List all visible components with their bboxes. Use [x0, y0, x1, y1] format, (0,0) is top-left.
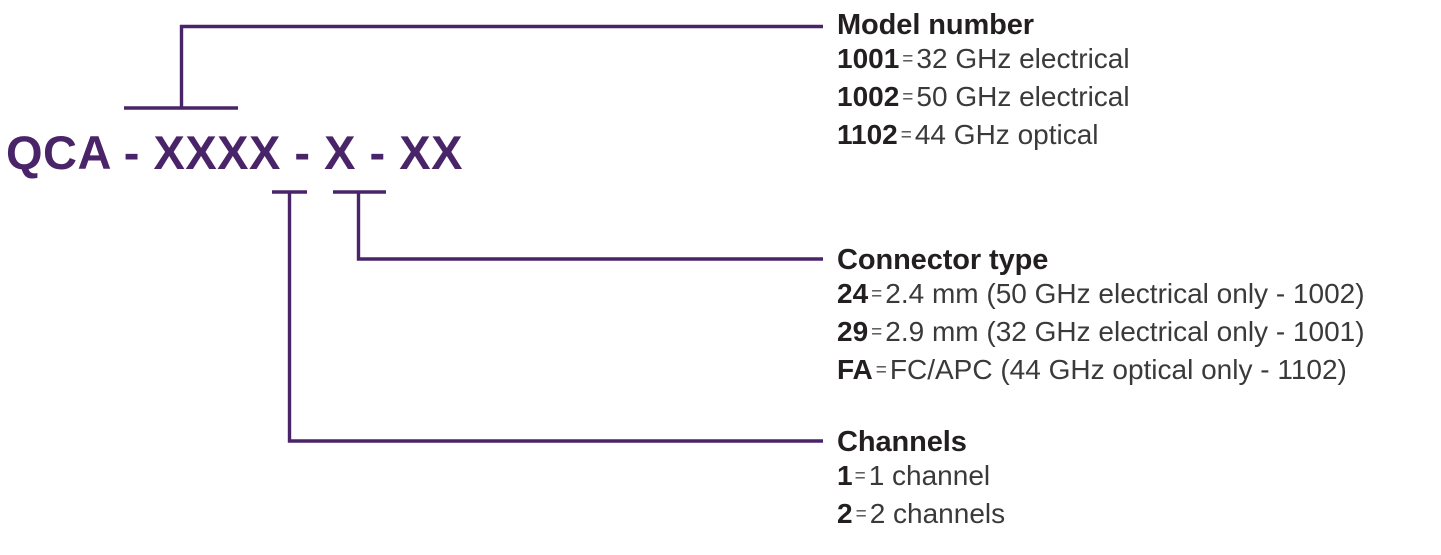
option-row: FA=FC/APC (44 GHz optical only - 1102) [837, 353, 1365, 391]
option-row: 24=2.4 mm (50 GHz electrical only - 1002… [837, 277, 1365, 315]
option-equals: = [871, 322, 883, 343]
option-row: 29=2.9 mm (32 GHz electrical only - 1001… [837, 315, 1365, 353]
leader-model-line [179, 24, 823, 108]
callout-connector-type: Connector type 24=2.4 mm (50 GHz electri… [837, 243, 1365, 391]
option-description: FC/APC (44 GHz optical only - 1102) [889, 354, 1347, 385]
option-code: 1002 [837, 81, 900, 112]
option-code: 1001 [837, 43, 900, 74]
option-description: 1 channel [868, 460, 991, 491]
option-equals: = [900, 125, 912, 146]
option-description: 2 channels [869, 498, 1006, 529]
callout-model-number: Model number 1001=32 GHz electrical 1002… [837, 8, 1130, 156]
option-equals: = [871, 284, 883, 305]
option-row: 1102=44 GHz optical [837, 118, 1130, 156]
option-row: 1001=32 GHz electrical [837, 42, 1130, 80]
option-row: 2=2 channels [837, 497, 1005, 535]
option-code: 24 [837, 278, 869, 309]
option-description: 50 GHz electrical [916, 81, 1130, 112]
part-number-label: QCA - XXXX - X - XX [6, 126, 463, 179]
option-code: 29 [837, 316, 869, 347]
callout-title-channels: Channels [837, 426, 967, 458]
option-equals: = [875, 360, 887, 381]
callout-channels: Channels 1=1 channel 2=2 channels [837, 425, 1005, 535]
option-code: FA [837, 354, 873, 385]
option-code: 1102 [837, 119, 898, 150]
option-row: 1=1 channel [837, 459, 1005, 497]
option-equals: = [902, 49, 914, 70]
option-equals: = [854, 466, 866, 487]
option-description: 2.4 mm (50 GHz electrical only - 1002) [885, 278, 1365, 309]
callout-title-connector-type: Connector type [837, 244, 1049, 276]
option-equals: = [855, 504, 867, 525]
option-description: 44 GHz optical [914, 119, 1099, 150]
option-description: 2.9 mm (32 GHz electrical only - 1001) [885, 316, 1365, 347]
leader-connector-line [356, 192, 823, 261]
option-equals: = [902, 87, 914, 108]
option-code: 1 [837, 460, 853, 491]
callout-title-model-number: Model number [837, 9, 1034, 41]
leader-channels-line [287, 192, 823, 443]
option-row: 1002=50 GHz electrical [837, 80, 1130, 118]
option-code: 2 [837, 498, 853, 529]
option-description: 32 GHz electrical [916, 43, 1130, 74]
